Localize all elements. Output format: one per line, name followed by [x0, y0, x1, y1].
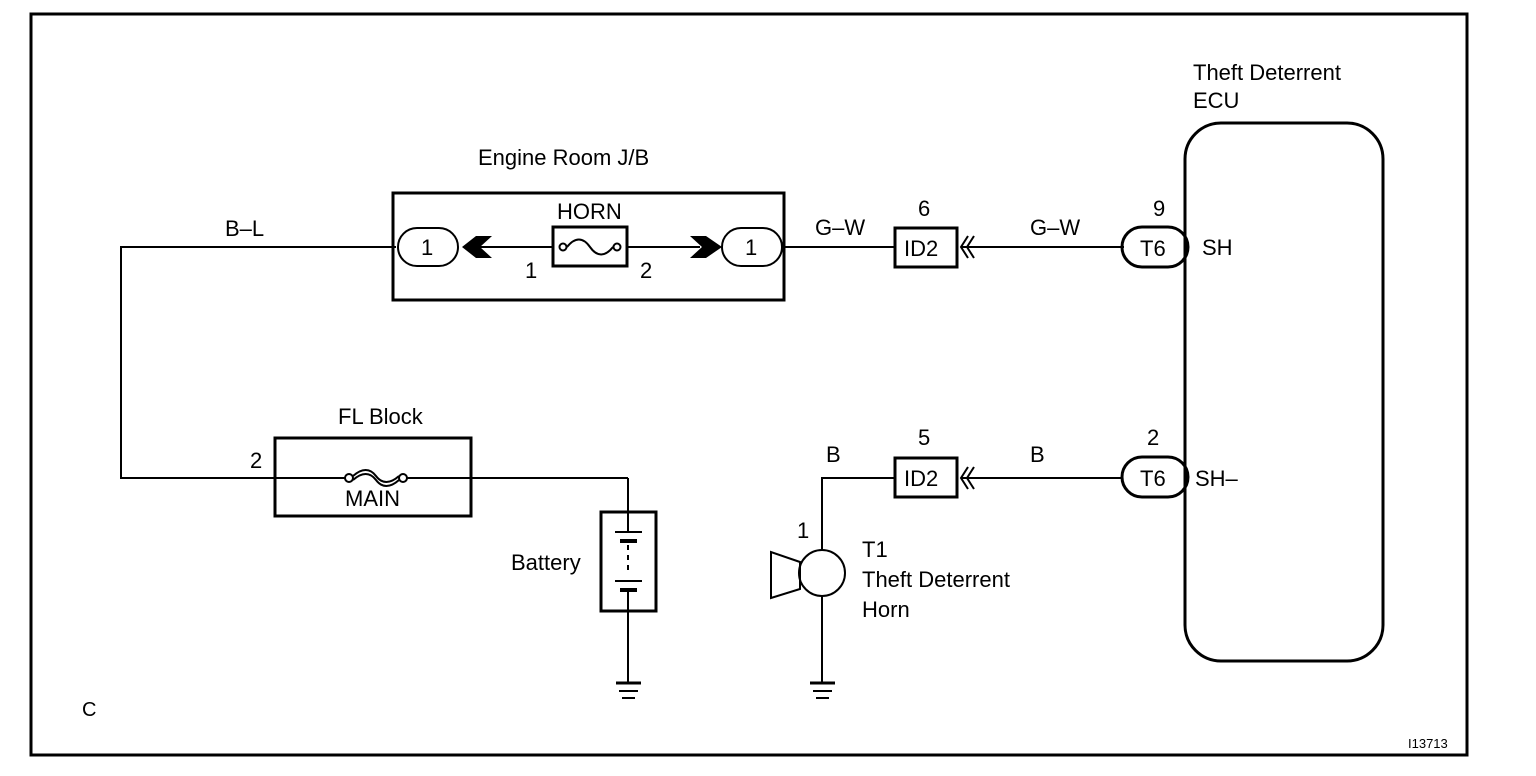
fl-block-pin-2: 2	[250, 448, 262, 473]
id2-lower-double-arrow-icon	[959, 466, 969, 490]
horn-fuse-icon	[566, 238, 614, 256]
engine-room-jb-title: Engine Room J/B	[478, 145, 649, 170]
id2-connector-upper	[893, 226, 959, 269]
wire-label-b-2: B	[1030, 442, 1045, 467]
ecu-pin-2: 2	[1147, 425, 1159, 450]
id2-upper-double-arrow-icon	[959, 235, 969, 259]
ecu-connector-t6-upper-label: T6	[1140, 236, 1166, 261]
ecu-connector-t6-lower-label: T6	[1140, 466, 1166, 491]
horn-ground-icon	[810, 681, 835, 699]
main-fuse-terminal-left	[344, 473, 354, 483]
id2-pin-5: 5	[918, 425, 930, 450]
wire-b-l	[120, 246, 396, 479]
wire-label-g-w-2: G–W	[1030, 215, 1080, 240]
fuse-terminal-left	[558, 242, 568, 252]
horn-fuse-pin-1: 1	[525, 258, 537, 283]
horn-label-line2: Theft Deterrent	[862, 567, 1010, 592]
wire-label-b-1: B	[826, 442, 841, 467]
ecu-title-line1: Theft Deterrent	[1193, 60, 1341, 85]
jb-connector-left	[397, 227, 459, 267]
ecu-connector-t6-upper	[1120, 225, 1190, 269]
main-fuse-icon	[352, 469, 400, 483]
wire-label-g-w-1: G–W	[815, 215, 865, 240]
fl-block-title: FL Block	[338, 404, 424, 429]
id2-pin-6: 6	[918, 196, 930, 221]
ecu-connector-t6-lower	[1120, 455, 1190, 499]
ecu-terminal-sh: SH	[1202, 235, 1233, 260]
jb-left-arrow-icon	[462, 236, 492, 258]
diagram-frame	[29, 12, 1469, 757]
id2-connector-lower	[893, 456, 959, 499]
ecu-terminal-sh-minus: SH–	[1195, 466, 1239, 491]
horn-body	[798, 549, 846, 597]
wire-b-1	[821, 477, 895, 550]
battery-label: Battery	[511, 550, 581, 575]
main-fuse-label: MAIN	[345, 486, 400, 511]
horn-fuse-label: HORN	[557, 199, 622, 224]
ecu-title-line2: ECU	[1193, 88, 1239, 113]
main-fuse-icon-strand	[352, 473, 400, 487]
jb-right-arrow-icon	[690, 236, 722, 258]
battery-ground-icon	[616, 681, 641, 699]
ecu-box	[1183, 121, 1385, 663]
jb-connector-right-label: 1	[745, 235, 757, 260]
wire-label-b-l: B–L	[225, 216, 264, 241]
jb-connector-left-label: 1	[421, 235, 433, 260]
main-fuse-terminal-right	[398, 473, 408, 483]
horn-label-line1: T1	[862, 537, 888, 562]
id2-connector-lower-label: ID2	[904, 466, 938, 491]
horn-pin-1: 1	[797, 518, 809, 543]
horn-icon	[770, 550, 801, 600]
figure-id: I13713	[1408, 736, 1448, 751]
horn-fuse-pin-2: 2	[640, 258, 652, 283]
fuse-terminal-right	[612, 242, 622, 252]
corner-label: C	[82, 699, 96, 721]
id2-connector-upper-label: ID2	[904, 236, 938, 261]
ecu-pin-9: 9	[1153, 196, 1165, 221]
horn-label-line3: Horn	[862, 597, 910, 622]
